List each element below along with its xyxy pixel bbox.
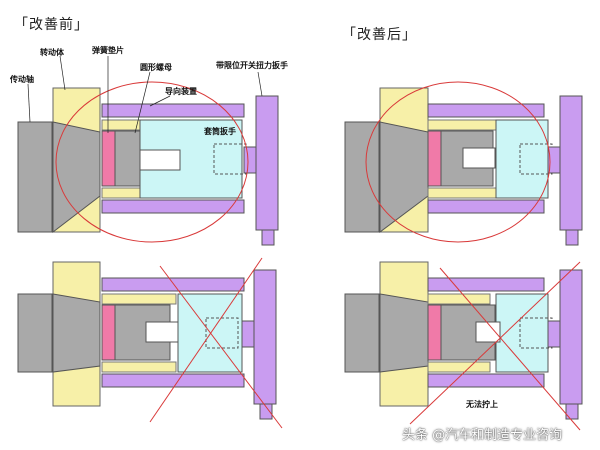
guide-top-bar	[427, 103, 545, 118]
panel-before-bottom	[17, 257, 283, 429]
spring-washer	[101, 130, 116, 187]
drive-shaft	[344, 121, 380, 233]
socket-wrench	[495, 293, 549, 373]
socket-wrench	[495, 119, 549, 199]
spring-washer	[427, 130, 442, 187]
socket-inner	[475, 321, 501, 343]
drive-shaft	[344, 293, 380, 373]
title-before: 「改善前」	[14, 17, 89, 33]
wrench-foot	[261, 229, 275, 246]
highlight-circle	[55, 81, 249, 243]
socket-inner	[139, 149, 181, 171]
leader-torque-wrench	[257, 71, 263, 97]
drive-shaft	[17, 293, 53, 373]
leader-rotor	[59, 55, 66, 91]
label-spring-washer: 弹簧垫片	[92, 46, 124, 55]
label-cannot-tighten: 无法拧上	[466, 400, 498, 409]
leader-guide	[149, 95, 171, 107]
highlight-circle	[365, 81, 551, 243]
torque-wrench	[255, 95, 279, 231]
socket-inner	[462, 147, 496, 169]
cross-line-b	[409, 261, 581, 425]
leader-round-nut	[134, 71, 151, 134]
guide-top-bar	[101, 277, 245, 292]
guide-bottom-bar	[427, 199, 545, 214]
guide-top-bar	[101, 103, 245, 118]
socket-inner	[145, 321, 179, 343]
spring-washer	[101, 304, 116, 361]
wrench-stem	[241, 320, 255, 348]
guide-bottom-inner	[427, 361, 491, 373]
label-round-nut: 圆形螺母	[140, 63, 172, 72]
guide-top-inner	[101, 293, 177, 305]
panel-after-top	[344, 81, 583, 246]
guide-top-inner	[427, 119, 497, 131]
drive-shaft	[17, 121, 53, 233]
spring-washer	[427, 304, 442, 361]
rotor-cone	[52, 293, 101, 373]
cross-line-a	[439, 267, 581, 431]
label-drive-shaft: 传动轴	[10, 75, 34, 84]
guide-bottom-bar	[101, 373, 245, 388]
label-guide-device: 导向装置	[165, 87, 197, 96]
title-after: 「改善后」	[342, 27, 417, 43]
wrench-foot	[565, 229, 579, 246]
guide-bottom-inner	[101, 361, 177, 373]
guide-bottom-bar	[427, 373, 545, 388]
panel-before-top	[17, 55, 279, 246]
watermark: 头条 @汽车和制造专业咨询	[402, 428, 563, 443]
torque-wrench	[253, 269, 277, 405]
label-socket-wrench: 套筒扳手	[204, 127, 236, 136]
torque-wrench	[559, 269, 583, 405]
guide-top-inner	[427, 293, 491, 305]
guide-top-bar	[427, 277, 545, 292]
label-rotor: 转动体	[40, 48, 64, 57]
cross-line-a	[159, 265, 283, 429]
wrench-stem	[243, 146, 257, 174]
cross-line-b	[149, 257, 263, 423]
rotor-cone	[52, 121, 101, 234]
guide-bottom-bar	[101, 199, 245, 214]
wrench-foot	[565, 403, 579, 420]
label-torque-wrench: 带限位开关扭力扳手	[216, 61, 288, 70]
wrench-stem	[547, 320, 561, 348]
rotor-cone	[379, 293, 429, 373]
leader-drive-shaft	[27, 83, 31, 123]
guide-bottom-inner	[427, 187, 497, 199]
wrench-foot	[259, 403, 273, 420]
panel-after-bottom	[344, 261, 583, 431]
torque-wrench	[559, 95, 583, 231]
